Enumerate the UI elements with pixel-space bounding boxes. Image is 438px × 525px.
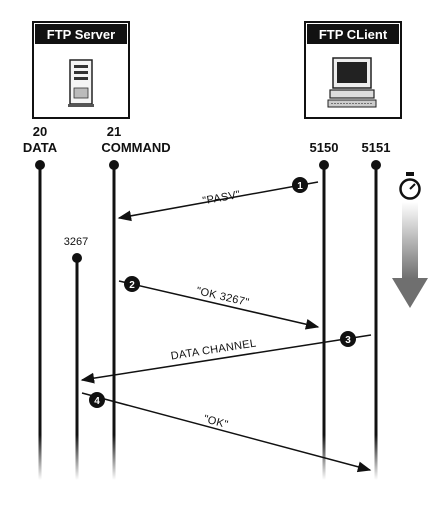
- ftp-client-box: FTP CLient: [304, 21, 402, 119]
- svg-text:3: 3: [345, 335, 351, 346]
- data-port-lifeline: [38, 165, 42, 435]
- step-2-badge: [124, 276, 140, 292]
- stopwatch-icon: [399, 172, 421, 200]
- svg-text:1: 1: [297, 181, 303, 192]
- ftp-client-header: [307, 24, 399, 44]
- command-port-lifeline: [112, 165, 116, 435]
- ftp-client-title: FTP CLient: [319, 27, 388, 42]
- step-3-badge: [340, 331, 356, 347]
- step-1-badge: [292, 177, 308, 193]
- message-ok: "OK" 4: [81, 392, 372, 473]
- passive-port-label: 3267: [64, 236, 88, 248]
- svg-text:4: 4: [94, 396, 100, 407]
- time-arrow-down-icon: [392, 202, 428, 308]
- data-port-number: 20: [33, 124, 47, 139]
- command-port-number: 21: [107, 124, 121, 139]
- server-tower-icon: [68, 59, 94, 107]
- ftp-server-title: FTP Server: [47, 27, 115, 42]
- desktop-computer-icon: [327, 57, 377, 108]
- lifelines: [35, 160, 381, 480]
- pasv-label: "PASV": [202, 189, 242, 208]
- data-port-label: DATA: [23, 140, 58, 155]
- svg-text:2: 2: [129, 280, 135, 291]
- message-pasv: "PASV" 1: [117, 177, 319, 222]
- message-data-channel: DATA CHANNEL 3: [80, 331, 372, 384]
- client-port-b-lifeline: [374, 165, 378, 435]
- message-ok-port: "OK 3267" 2: [118, 276, 320, 330]
- ftp-server-box: FTP Server: [32, 21, 130, 119]
- ftp-server-header: [35, 24, 127, 44]
- client-port-a-lifeline: [322, 165, 326, 435]
- passive-port-lifeline: [75, 258, 79, 435]
- client-port-a: 5150: [310, 140, 339, 155]
- step-4-badge: [89, 392, 105, 408]
- client-port-b: 5151: [362, 140, 391, 155]
- command-port-label: COMMAND: [101, 140, 170, 155]
